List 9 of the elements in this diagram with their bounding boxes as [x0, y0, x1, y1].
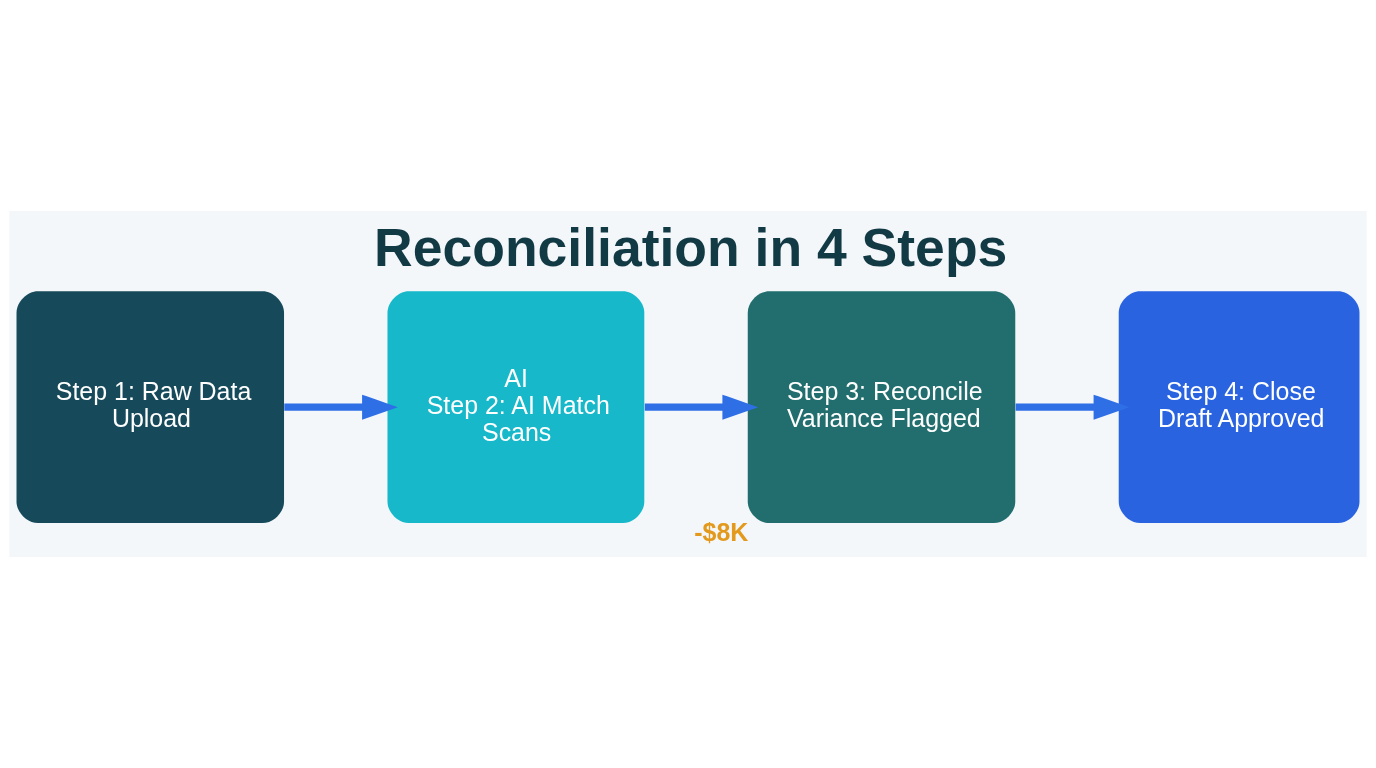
node-box: Step 4: Close Draft Approved: [1118, 291, 1360, 524]
node-box: AI Step 2: AI Match Scans: [387, 291, 645, 524]
arrow: [644, 394, 759, 420]
arrow: [284, 394, 398, 420]
diagram-title: Reconciliation in 4 Steps: [374, 218, 1008, 278]
node-box: Step 3: Reconcile Variance Flagged: [747, 291, 1016, 524]
arrow: [1015, 394, 1130, 420]
node-box: Step 1: Raw Data Upload: [16, 291, 285, 524]
node-label: -$8K: [694, 518, 749, 547]
